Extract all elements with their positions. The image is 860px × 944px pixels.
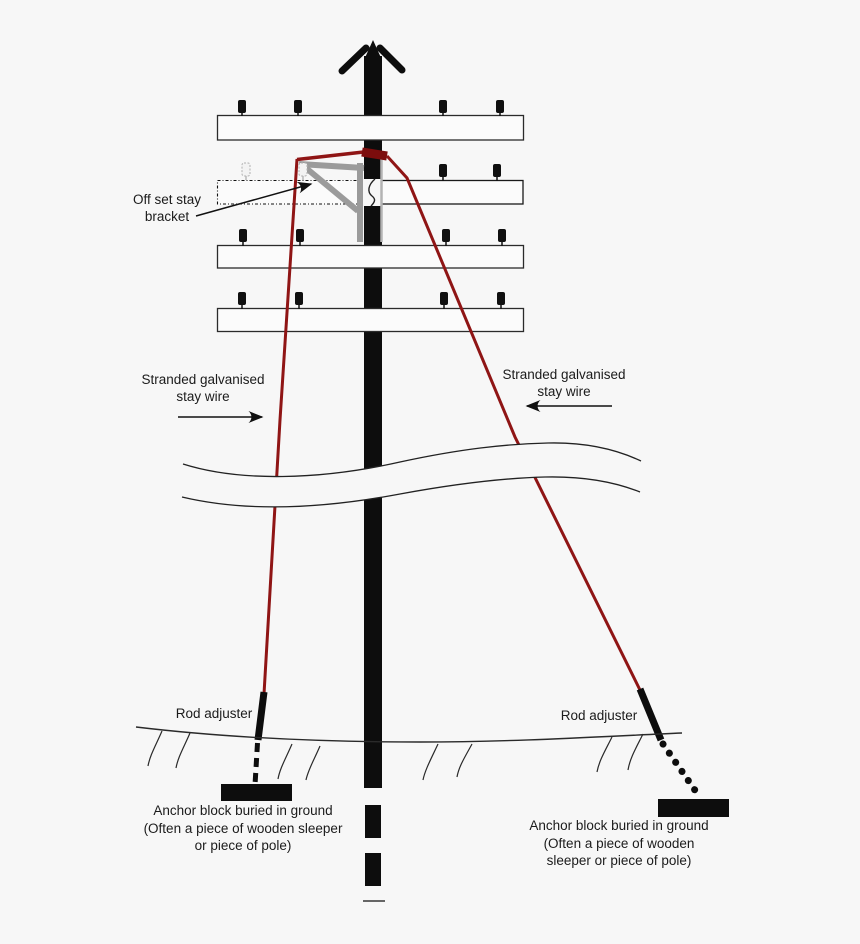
pole-shaft — [364, 56, 382, 788]
stay-wire-top-segment — [296, 149, 369, 162]
crossarm-4 — [216, 307, 525, 333]
offset-bracket-label: Off set stay bracket — [97, 191, 237, 225]
pole-break-notch — [363, 179, 382, 206]
stay-wire-right-label-line1: Stranded galvanised — [502, 367, 626, 382]
crossarm-1 — [216, 114, 525, 141]
anchor-block-left — [221, 784, 292, 801]
insulator — [295, 292, 303, 305]
anchor-block-left-label-line1: Anchor block buried in ground — [153, 803, 333, 818]
insulator — [239, 229, 247, 242]
offset-bracket-label-line2: bracket — [144, 209, 190, 224]
anchor-block-right-label-line3: sleeper or piece of pole) — [546, 853, 692, 868]
insulator — [496, 100, 504, 113]
rod-adjuster-right-buried-dotted — [659, 740, 703, 800]
break-band-bottom-curve — [181, 476, 641, 508]
insulator — [493, 164, 501, 177]
stay-wire-left-label-line1: Stranded galvanised — [141, 372, 265, 387]
ground-hatch — [305, 745, 321, 781]
anchor-block-left-label-line2: (Often a piece of wooden sleeper — [143, 820, 343, 836]
ground-hatch — [175, 732, 191, 769]
stay-cap-on-pole — [361, 147, 388, 161]
ground-hatch — [422, 743, 439, 781]
rod-adjuster-right-label: Rod adjuster — [560, 708, 638, 723]
rod-adjuster-left-buried-dashed — [252, 742, 260, 786]
crossarms — [216, 114, 525, 333]
stay-wire-left-label-line2: stay wire — [176, 389, 230, 404]
stay-wire-left-label: Stranded galvanised stay wire — [123, 371, 283, 405]
ground-hatch — [277, 743, 293, 780]
pole — [338, 40, 406, 902]
annotation-arrows — [178, 181, 612, 423]
ground-hatch — [456, 743, 473, 778]
offset-bracket-leader-arrow — [195, 181, 313, 217]
offset-bracket-label-line1: Off set stay — [132, 192, 202, 207]
insulator — [440, 292, 448, 305]
stay-wires — [262, 147, 642, 695]
break-band-top-curve — [182, 442, 642, 478]
stay-wire-right-label: Stranded galvanised stay wire — [484, 366, 644, 400]
rod-adjuster-right-rod — [636, 687, 665, 742]
ghost-insulator — [241, 162, 251, 177]
crossarm-2-right — [380, 179, 524, 205]
crossarm-2-offset-dashed-outline — [216, 179, 363, 205]
ground-hatch — [596, 736, 613, 773]
insulator — [498, 229, 506, 242]
anchor-block-left-label: Anchor block buried in ground (Often a p… — [128, 802, 358, 855]
insulator — [238, 292, 246, 305]
stay-wire-right-label-line2: stay wire — [537, 384, 591, 399]
insulators — [238, 100, 506, 309]
pole-break-squiggle — [368, 178, 376, 207]
pole-buried-dash-2 — [365, 853, 381, 886]
crossarm-3 — [216, 244, 525, 269]
pole-top-right-barb — [376, 44, 406, 74]
anchor-block-right-label: Anchor block buried in ground (Often a p… — [509, 817, 729, 870]
anchor-block-right — [658, 799, 729, 817]
pole-top-tip — [364, 40, 382, 60]
anchor-block-right-label-line1: Anchor block buried in ground — [529, 818, 709, 833]
insulator — [442, 229, 450, 242]
ghost-insulator — [298, 162, 308, 177]
rod-adjuster-left-label: Rod adjuster — [175, 706, 253, 721]
pole-top-left-barb — [338, 44, 370, 75]
stay-wire-left — [262, 158, 299, 695]
insulator — [296, 229, 304, 242]
ground — [135, 726, 683, 781]
anchor-block-right-label-line2: (Often a piece of wooden — [543, 835, 695, 851]
break-band-mask — [182, 442, 641, 507]
ground-hatch — [627, 733, 644, 771]
insulator — [439, 164, 447, 177]
insulator — [497, 292, 505, 305]
bracket-diagonal-brace — [304, 165, 360, 214]
ground-line — [135, 726, 683, 743]
insulator — [294, 100, 302, 113]
break-band — [181, 442, 642, 508]
offset-stay-bracket — [298, 156, 383, 242]
rod-adjusters-and-anchors — [221, 687, 729, 817]
anchor-block-left-label-line3: or piece of pole) — [194, 838, 292, 853]
insulator — [439, 100, 447, 113]
pole-buried-dash-1 — [365, 805, 381, 838]
rod-adjuster-left-rod — [254, 691, 268, 741]
bracket-horizontal-member — [298, 161, 365, 171]
ground-hatch — [147, 730, 163, 767]
stay-wire-right — [385, 154, 642, 691]
insulator — [238, 100, 246, 113]
